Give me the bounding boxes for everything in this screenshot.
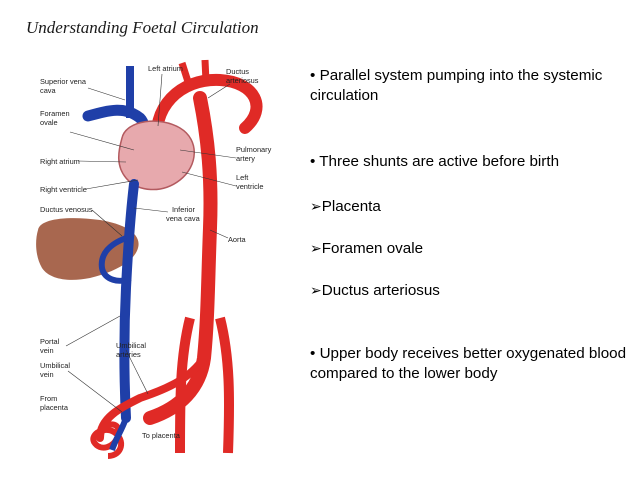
label-aorta: Aorta — [228, 235, 247, 244]
label-umbilical-arteries-2: arteries — [116, 350, 141, 359]
label-superior-vena-cava-2: cava — [40, 86, 57, 95]
bullet-marker: • — [310, 67, 316, 84]
label-ductus-venosus: Ductus venosus — [40, 205, 93, 214]
umbilical-artery-vessel — [96, 354, 208, 442]
label-inferior-vena-cava-2: vena cava — [166, 214, 201, 223]
bullet-item: • Parallel system pumping into the syste… — [310, 66, 630, 106]
sub-bullet-item: ➢Foramen ovale — [310, 238, 630, 259]
bullet-text: Parallel system pumping into the systemi… — [310, 67, 603, 104]
label-from-placenta-2: placenta — [40, 403, 69, 412]
label-pulmonary-artery-1: Pulmonary — [236, 145, 272, 154]
arrow-marker-icon: ➢ — [310, 240, 322, 256]
aorta-vessel — [143, 91, 218, 425]
sub-bullet-item: ➢Ductus arteriosus — [310, 280, 630, 301]
umbilical-vein-vessel — [109, 417, 129, 451]
label-left-ventricle-1: Left — [236, 173, 248, 182]
bullet-text: Three shunts are active before birth — [319, 153, 560, 170]
label-foramen-ovale-1: Foramen — [40, 109, 70, 118]
sub-bullet-text: Ductus arteriosus — [321, 282, 440, 299]
sub-bullet-text: Placenta — [321, 198, 381, 215]
leg-artery-right — [215, 316, 235, 454]
arrow-marker-icon: ➢ — [310, 198, 322, 214]
label-umbilical-vein-2: vein — [40, 370, 54, 379]
bullet-item: • Upper body receives better oxygenated … — [310, 344, 630, 384]
label-portal-vein-2: vein — [40, 346, 54, 355]
aortic-arch-vessel — [150, 73, 263, 154]
bullet-text: Upper body receives better oxygenated bl… — [310, 345, 627, 382]
label-pulmonary-artery-2: artery — [236, 154, 255, 163]
leader-lines — [65, 73, 237, 413]
label-ductus-arteriosus-2: arteriosus — [226, 76, 259, 85]
head-artery-2 — [201, 59, 210, 83]
umbilical-cord — [90, 421, 125, 459]
inferior-vena-cava-vessel — [119, 179, 139, 423]
arrow-marker-icon: ➢ — [310, 282, 322, 298]
label-ductus-arteriosus-1: Ductus — [226, 67, 249, 76]
bullet-marker: • — [310, 153, 316, 170]
sub-bullet-item: ➢Placenta — [310, 196, 630, 217]
label-to-placenta: To placenta — [142, 431, 181, 440]
bullet-item: • Three shunts are active before birth — [310, 152, 630, 172]
label-from-placenta-1: From — [40, 394, 57, 403]
heart-shape — [118, 120, 195, 191]
label-right-ventricle: Right ventricle — [40, 185, 87, 194]
bullet-marker: • — [310, 345, 316, 362]
leg-artery-left — [175, 316, 195, 454]
label-left-ventricle-2: ventricle — [236, 182, 264, 191]
label-umbilical-vein-1: Umbilical — [40, 361, 70, 370]
ductus-venosus-vessel — [98, 235, 132, 284]
label-portal-vein-1: Portal — [40, 337, 60, 346]
label-left-atrium: Left atrium — [148, 64, 183, 73]
sub-bullet-text: Foramen ovale — [321, 240, 424, 257]
head-artery-1 — [178, 61, 194, 90]
liver-shape — [36, 218, 139, 280]
label-superior-vena-cava-1: Superior vena — [40, 77, 87, 86]
slide-title: Understanding Foetal Circulation — [26, 18, 259, 37]
label-foramen-ovale-2: ovale — [40, 118, 58, 127]
label-inferior-vena-cava-1: Inferior — [172, 205, 196, 214]
label-right-atrium: Right atrium — [40, 157, 80, 166]
label-umbilical-arteries-1: Umbilical — [116, 341, 146, 350]
